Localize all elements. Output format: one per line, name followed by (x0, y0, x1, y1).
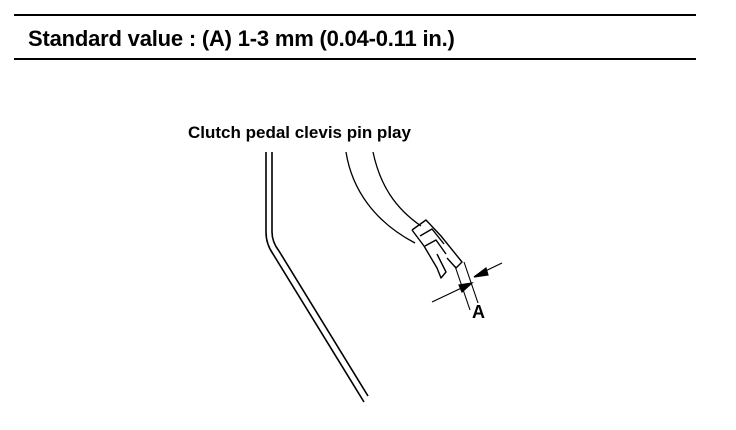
standard-value-text: Standard value : (A) 1-3 mm (0.04-0.11 i… (28, 26, 455, 51)
standard-value-banner: Standard value : (A) 1-3 mm (0.04-0.11 i… (14, 14, 696, 60)
dimension-arrows (431, 262, 503, 303)
dimension-label-a: A (472, 302, 485, 322)
diagram-caption: Clutch pedal clevis pin play (188, 123, 411, 142)
clevis-yoke (411, 219, 463, 279)
pedal-arm (265, 152, 369, 403)
push-rod-lines (345, 151, 422, 244)
